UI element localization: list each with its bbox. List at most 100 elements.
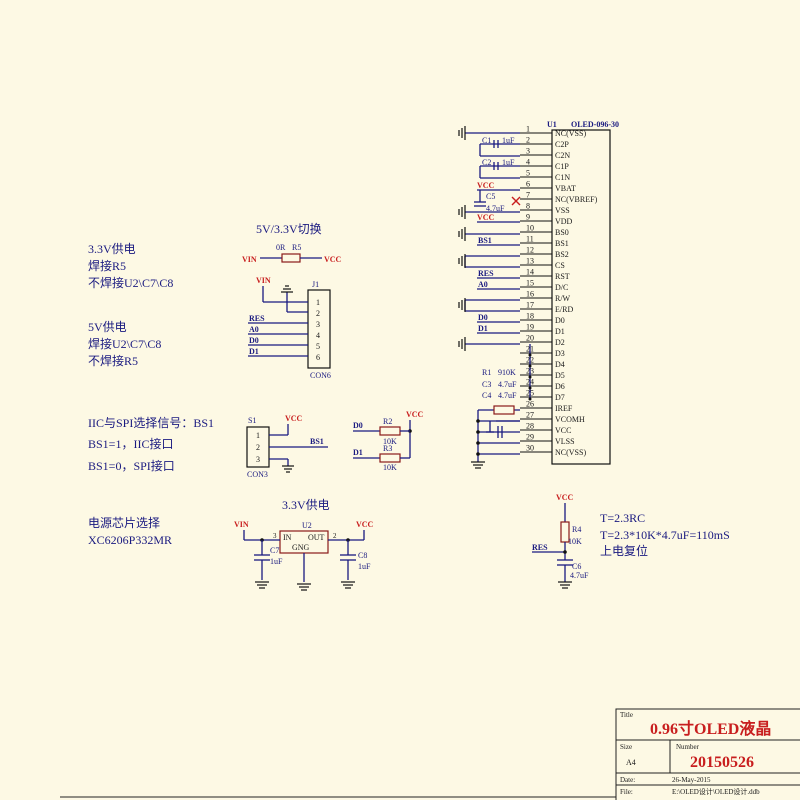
- j1-pin: 2: [316, 309, 320, 318]
- oled-pin-name: VSS: [555, 206, 570, 215]
- note-rc-c: 上电复位: [600, 543, 648, 558]
- c5-ref: C5: [486, 192, 495, 201]
- c6-ref: C6: [572, 562, 581, 571]
- c6-value: 4.7uF: [570, 571, 589, 580]
- oled-pin-name: CS: [555, 261, 565, 270]
- reset-net-res: RES: [532, 543, 548, 552]
- oled-pin-name: D2: [555, 338, 565, 347]
- j1-net-vin: VIN: [256, 276, 271, 285]
- tb-date-label: Date:: [620, 776, 635, 784]
- j1-connector: J1 CON6 VIN RES A0 D0 D1 1 2 3 4 5 6: [248, 276, 331, 380]
- s1-pin: 2: [256, 443, 260, 452]
- c1-ref: C1: [482, 136, 491, 145]
- oled-pin-name: VCOMH: [555, 415, 585, 424]
- net-vin: VIN: [242, 255, 257, 264]
- title-block: Title 0.96寸OLED液晶 Size A4 Number 2015052…: [60, 708, 800, 800]
- u2-ref: U2: [302, 521, 312, 530]
- oled-pin-number: 2: [526, 136, 530, 145]
- oled-pin-number: 11: [526, 235, 534, 244]
- r3-ref: R3: [383, 444, 392, 453]
- oled-pin-name: C2P: [555, 140, 569, 149]
- oled-pin-name: NC(VSS): [555, 129, 586, 138]
- j1-part: CON6: [310, 371, 331, 380]
- oled-pin-name: D/C: [555, 283, 568, 292]
- note-supply-title: 3.3V供电: [282, 498, 330, 512]
- oled-pin-number: 3: [526, 147, 530, 156]
- oled-pin-name: NC(VBREF): [555, 195, 598, 204]
- tb-title: 0.96寸OLED液晶: [650, 719, 771, 738]
- oled-pin-number: 15: [526, 279, 534, 288]
- pull-net-vcc: VCC: [406, 410, 424, 419]
- s1-net-bs1: BS1: [310, 437, 324, 446]
- oled-body: [551, 129, 611, 465]
- note-iic-b: BS1=0，SPI接口: [88, 458, 175, 473]
- oled-pin-number: 19: [526, 323, 534, 332]
- oled-pin-name: BS2: [555, 250, 569, 259]
- ground-symbol: [255, 581, 355, 591]
- note-rc-a: T=2.3RC: [600, 511, 645, 525]
- note-chip-b: XC6206P332MR: [88, 533, 172, 547]
- c3-value: 4.7uF: [498, 380, 517, 389]
- oled-pin-number: 14: [526, 268, 534, 277]
- note-3v3-c: 不焊接U2\C7\C8: [88, 275, 173, 290]
- oled-net-a0: A0: [478, 280, 488, 289]
- oled-pin-name: IREF: [555, 404, 573, 413]
- oled-pin-number: 8: [526, 202, 530, 211]
- oled-pin-number: 12: [526, 246, 534, 255]
- oled-pin-number: 6: [526, 180, 530, 189]
- c7-value: 1uF: [270, 557, 283, 566]
- oled-pin-number: 20: [526, 334, 534, 343]
- j1-body: [307, 289, 331, 369]
- reset-circuit: VCC R4 10K RES C6 4.7uF: [532, 493, 589, 589]
- oled-net-res: RES: [478, 269, 494, 278]
- oled-pin-number: 18: [526, 312, 534, 321]
- r2-value: 10K: [383, 437, 397, 446]
- r2-body: [379, 426, 401, 436]
- oled-pin-name: D6: [555, 382, 565, 391]
- r4-ref: R4: [572, 525, 581, 534]
- note-iic-title: IIC与SPI选择信号：BS1: [88, 416, 214, 430]
- j1-ref: J1: [312, 280, 319, 289]
- tb-size: A4: [626, 758, 636, 767]
- oled-pin-number: 26: [526, 400, 534, 409]
- r1-value: 910K: [498, 368, 516, 377]
- s1-pin: 3: [256, 455, 260, 464]
- u2-pin-in: IN: [283, 533, 292, 542]
- r3-value: 10K: [383, 463, 397, 472]
- r5-value: 0R: [276, 243, 286, 252]
- oled-pin-name: D1: [555, 327, 565, 336]
- j1-pin: 3: [316, 320, 320, 329]
- tb-size-label: Size: [620, 743, 632, 751]
- oled-net-vcc: VCC: [477, 181, 495, 190]
- notes-reset: T=2.3RC T=2.3*10K*4.7uF=110mS 上电复位: [600, 511, 730, 558]
- tb-number: 20150526: [690, 754, 754, 771]
- tb-file: E:\OLED设计\OLED设计.ddb: [672, 787, 760, 796]
- oled-pin-number: 28: [526, 422, 534, 431]
- c2-ref: C2: [482, 158, 491, 167]
- oled-pin-number: 4: [526, 158, 530, 167]
- oled-pin-name: VCC: [555, 426, 571, 435]
- pull-net-d1: D1: [353, 448, 363, 457]
- r4-value: 10K: [568, 537, 582, 546]
- c8-value: 1uF: [358, 562, 371, 571]
- r5-ref: R5: [292, 243, 301, 252]
- s1-part: CON3: [247, 470, 268, 479]
- c3-ref: C3: [482, 380, 491, 389]
- c5-value: 4.7uF: [486, 204, 505, 213]
- c4-ref: C4: [482, 391, 491, 400]
- tb-title-label: Title: [620, 711, 633, 719]
- oled-pin-name: D4: [555, 360, 565, 369]
- pullup-resistors: VCC D0 R2 10K D1 R3 10K: [353, 410, 424, 472]
- oled-pin-number: 1: [526, 125, 530, 134]
- j1-net-a0: A0: [249, 325, 259, 334]
- s1-connector: S1 CON3 1 2 3 VCC BS1: [246, 414, 328, 479]
- tb-file-label: File:: [620, 788, 633, 796]
- j1-pin: 5: [316, 342, 320, 351]
- r2-ref: R2: [383, 417, 392, 426]
- s1-pin: 1: [256, 431, 260, 440]
- oled-pin-number: 5: [526, 169, 530, 178]
- oled-pin-name: C1N: [555, 173, 570, 182]
- oled-pin-name: NC(VSS): [555, 448, 586, 457]
